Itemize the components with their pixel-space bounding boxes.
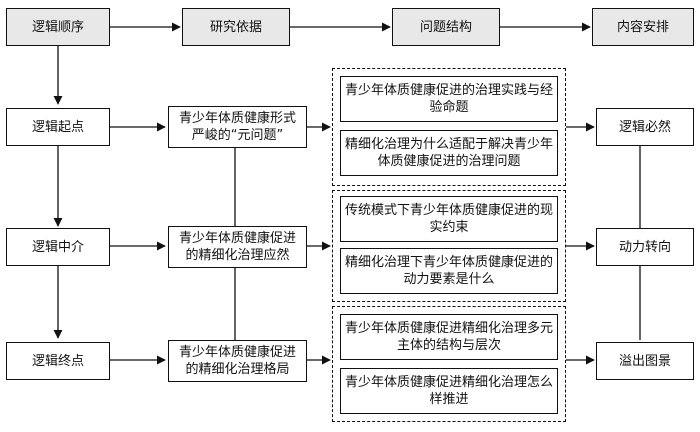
basis-meta-problem: 青少年体质健康形式严峻的“元问题” (168, 106, 307, 148)
problem-why-fine-governance: 精细化治理为什么适配于解决青少年体质健康促进的治理问题 (340, 130, 558, 176)
problem-group-3 (332, 306, 566, 422)
logic-middle: 逻辑中介 (6, 228, 110, 266)
problem-driving-factors: 精细化治理下青少年体质健康促进的动力要素是什么 (340, 248, 558, 294)
logic-start: 逻辑起点 (6, 108, 110, 146)
problem-traditional-constraints: 传统模式下青少年体质健康促进的现实约束 (340, 196, 558, 242)
problem-practice-proposition: 青少年体质健康促进的治理实践与经验命题 (340, 76, 558, 122)
header-logic-order: 逻辑顺序 (6, 8, 110, 46)
problem-group-1 (332, 68, 566, 186)
problem-group-2 (332, 190, 566, 302)
basis-governance-pattern: 青少年体质健康促进的精细化治理格局 (168, 340, 307, 382)
problem-multi-subject-structure: 青少年体质健康促进精细化治理多元主体的结构与层次 (340, 314, 558, 360)
basis-governance-ought: 青少年体质健康促进的精细化治理应然 (168, 226, 307, 268)
content-power-shift: 动力转向 (596, 228, 694, 266)
header-content-arrangement: 内容安排 (592, 8, 694, 46)
header-research-basis: 研究依据 (182, 8, 290, 46)
problem-how-to-advance: 青少年体质健康促进精细化治理怎么样推进 (340, 368, 558, 414)
logic-end: 逻辑终点 (6, 342, 110, 380)
content-overflow-vision: 溢出图景 (596, 342, 694, 380)
header-problem-structure: 问题结构 (392, 8, 500, 46)
content-logic-necessity: 逻辑必然 (596, 108, 694, 146)
